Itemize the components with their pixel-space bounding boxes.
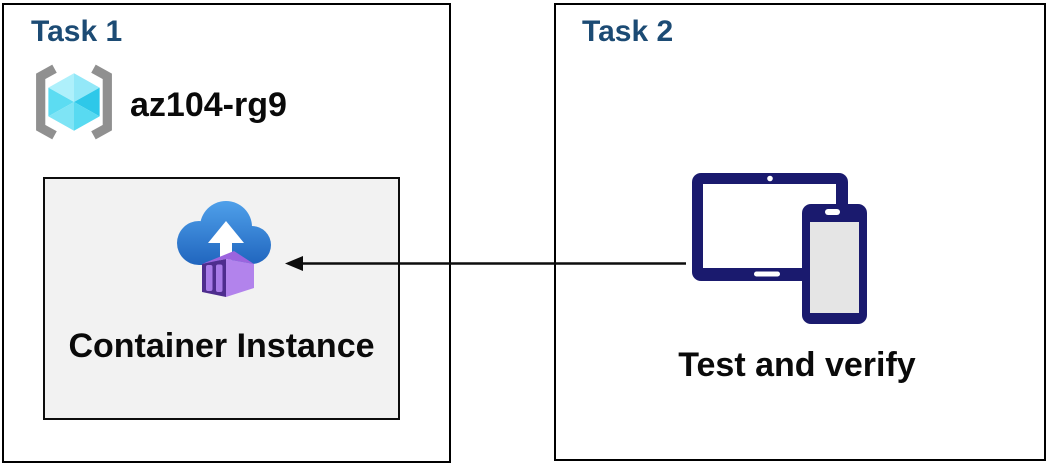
tablet-home-bar [754,271,780,277]
resource-group-name: az104-rg9 [130,86,287,124]
task1-box: Task 1 az104-rg9 [2,3,451,463]
left-bracket [36,64,57,140]
phone-screen [810,222,859,313]
test-and-verify-label: Test and verify [678,346,916,384]
task1-title: Task 1 [31,15,123,48]
phone-speaker [825,209,840,215]
container-instance-icon [177,201,271,297]
resource-group-icon [36,64,112,140]
right-bracket [91,64,112,140]
container-instance-box: Container Instance [43,177,400,420]
task2-title: Task 2 [582,15,674,48]
container-instance-label: Container Instance [68,327,375,365]
tablet-camera-dot [767,175,773,182]
phone [802,204,867,324]
devices-icon [692,173,867,324]
cyan-cube [48,73,100,131]
container-cube [202,251,254,297]
left-arrow-icon [285,256,686,271]
task2-box: Task 2 Test and verify [554,3,1046,461]
